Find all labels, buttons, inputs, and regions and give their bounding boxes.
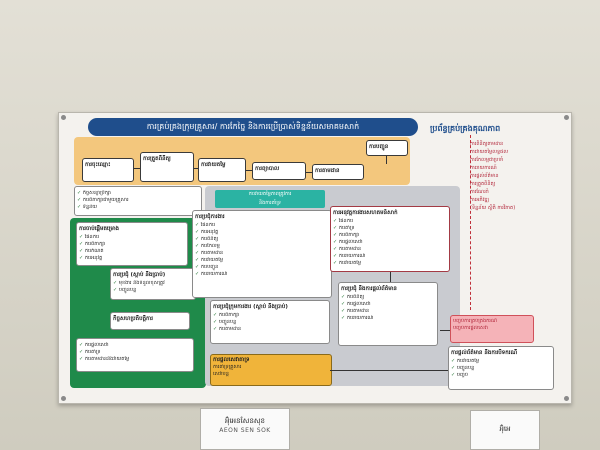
side-line: ការណែនាំ (470, 189, 489, 195)
flow-step: ការព្យាបាល (252, 162, 306, 180)
flow-step: ការវាយតម្លៃ (198, 158, 246, 182)
sign-left-khmer: អ៊ុំអេនសែនសុខ (225, 417, 265, 425)
teal-label: ការវាយតម្លៃភាពត្រូវការ និងការគាំទ្រ (215, 190, 325, 208)
side-line: ការរាយការណ៍ (470, 165, 497, 171)
arrow (386, 156, 387, 164)
name-sign-right: អ៊ុំអេ (470, 410, 540, 450)
arrow (330, 370, 448, 371)
side-line: ការត្រួតពិនិត្យ (470, 181, 496, 187)
name-sign-left: អ៊ុំអេនសែនសុខ AEON SEN SOK (200, 408, 290, 450)
arrow (134, 168, 140, 169)
center-box: ការប្រជុំការងារ ផែនការ ការអនុវត្ត ការពិន… (192, 210, 332, 298)
left-mid-box: ការចាប់ផ្តើមគម្រោង ផែនការ ការពិភាក្សា កា… (76, 222, 188, 266)
grommet (564, 396, 569, 401)
banner-title: ការគ្រប់គ្រងក្រុមគ្រួសារ/ ការកែច្នៃ និងក… (88, 118, 418, 136)
arrow (306, 172, 312, 173)
side-line: (ទិន្នន័យ ស្ថិតិ ការវិភាគ) (470, 205, 516, 211)
flow-step: ការតាមដាន (312, 164, 364, 180)
side-line: ការកែលម្អជាប្រចាំ (470, 157, 504, 163)
side-line: ការអភិវឌ្ឍ (470, 197, 489, 203)
grommet (564, 115, 569, 120)
arrow (390, 272, 391, 282)
grommet (61, 396, 66, 401)
left-top-box: កិច្ចសន្យាប្រឹក្សា ការពិភាក្សាជាមួយគ្រួស… (74, 186, 202, 216)
dashed-divider (470, 135, 472, 310)
bottom-right-box: ការផ្តល់ព័ត៌មាន និងការបិទករណី ការវាយតម្ល… (448, 346, 554, 390)
right-box: ការអនុវត្តការងារសហគមន៍សាក់ ផែនការ ការគាំ… (330, 206, 450, 272)
left-bottom-box: ការផ្តល់សេវា ការគាំទ្រ ការតាមដាននិងវាយតម… (76, 338, 194, 372)
left-meeting-box: ការប្រជុំ (ស្តាប់ និងប្រាប់) មុខងារ និងទ… (110, 268, 196, 300)
left-cooperation-box: កិច្ចសហប្រតិបត្តិការ (110, 312, 190, 330)
side-line: ការវាយតម្លៃលទ្ធផល (470, 149, 509, 155)
side-title: ប្រព័ន្ធគ្រប់គ្រងគុណភាព (430, 124, 501, 133)
flow-step: ការបញ្ជូន (366, 140, 408, 156)
flow-step: ការចុះឈ្មោះ (82, 158, 134, 182)
arrow (440, 330, 450, 331)
side-line: ការពិនិត្យតាមដាន (470, 141, 504, 147)
closing-red-box: បញ្ចប់ការគ្រប់គ្រងករណី បញ្ចប់ការផ្តល់សេវ… (450, 315, 534, 343)
arrow (194, 168, 198, 169)
center-lower-box: ការប្រជុំក្រុមការងារ (ស្តាប់ និងប្រាប់) … (210, 300, 330, 344)
gold-support-box: ការផ្តល់សេវាគាំទ្រ ការគាំទ្រគ្រួសារ សេវា… (210, 354, 332, 386)
side-line: ការផ្តល់ព័ត៌មាន (470, 173, 499, 179)
right-lower-box: ការប្រជុំ និងការផ្តល់ព័ត៌មាន ការពិនិត្យ … (338, 282, 438, 346)
flow-step: ការត្រួតពិនិត្យ (140, 152, 194, 182)
arrow (246, 170, 252, 171)
side-text-list: ការពិនិត្យតាមដាន ការវាយតម្លៃលទ្ធផល ការកែ… (470, 140, 565, 212)
sign-left-english: AEON SEN SOK (219, 427, 271, 434)
grommet (61, 115, 66, 120)
sign-right-khmer: អ៊ុំអេ (499, 425, 511, 433)
